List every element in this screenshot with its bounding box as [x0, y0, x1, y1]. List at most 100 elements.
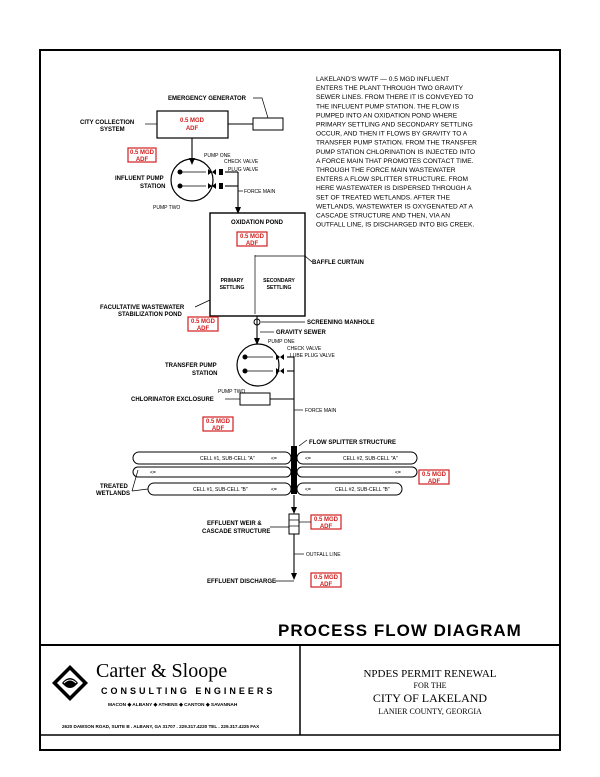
svg-text:ADF: ADF	[186, 126, 199, 132]
permit-title: NPDES PERMIT RENEWAL	[363, 668, 496, 680]
city-name: CITY OF LAKELAND	[373, 691, 488, 705]
wetlands-leader-2	[131, 488, 149, 492]
transfer-pump-station	[236, 343, 280, 387]
cell1b-label: CELL #1, SUB-CELL "B"	[193, 487, 248, 493]
narrative-line: HERE WASTEWATER IS DISPERSED THROUGH A	[316, 185, 472, 192]
for-the-label: FOR THE	[414, 681, 447, 690]
svg-text:0.5 MGD: 0.5 MGD	[422, 472, 447, 478]
svg-text:ADF: ADF	[428, 479, 441, 485]
cell-1a	[132, 451, 292, 465]
primary-settling-label-1: PRIMARY	[221, 278, 245, 284]
flow-splitter	[291, 446, 297, 494]
narrative-line: SET OF TREATED WETLANDS. AFTER THE	[316, 194, 451, 201]
wetlands-leader	[131, 469, 139, 492]
transfer-pump-label-1: TRANSFER PUMP	[165, 363, 217, 369]
secondary-settling-label-2: SETTLING	[267, 285, 292, 291]
company-name: Carter & Sloope	[96, 660, 227, 682]
company-address: 2620 DAWSON ROAD, SUITE B . ALBANY, GA 3…	[62, 724, 260, 729]
cell-return-2a	[296, 466, 418, 478]
pump-one-label-2: PUMP ONE	[268, 339, 295, 345]
narrative-block: LAKELAND'S WWTF — 0.5 MGD INFLUENT ENTERS…	[316, 76, 477, 229]
svg-text:0.5 MGD: 0.5 MGD	[314, 517, 339, 523]
emergency-generator-box	[252, 117, 284, 131]
flow-direction-glyph: <=	[305, 456, 311, 462]
narrative-line: WETLANDS, WASTEWATER IS OXYGENATED AT A	[316, 203, 474, 210]
city-collection-label-2: SYSTEM	[100, 127, 125, 133]
baffle-curtain-label: BAFFLE CURTAIN	[312, 260, 364, 266]
narrative-line: ENTERS THE PLANT THROUGH TWO GRAVITY	[316, 85, 464, 92]
splitter-leader	[298, 439, 308, 447]
oxidation-pond	[209, 212, 306, 317]
effluent-weir	[288, 513, 300, 535]
force-main-label-1: FORCE MAIN	[244, 189, 276, 195]
svg-text:0.5 MGD: 0.5 MGD	[180, 118, 205, 124]
flow-direction-glyph: <=	[271, 456, 277, 462]
pump-one-symbol	[177, 169, 183, 175]
lube-plug-valve-label: LUBE PLUG VALVE	[290, 353, 335, 359]
chlorinator-label: CHLORINATOR EXCLOSURE	[131, 397, 214, 403]
influent-pump-label-2: STATION	[140, 184, 165, 190]
flow-tag: 0.5 MGD ADF	[310, 572, 342, 588]
narrative-line: TRANSFER PUMP STATION. FROM THE TRANSFER	[316, 140, 477, 147]
treated-wetlands-label-1: TREATED	[100, 484, 129, 490]
plug-valve-label: PLUG VALVE	[228, 167, 259, 173]
narrative-line: A FORCE MAIN THAT PROMOTES CONTACT TIME.	[316, 158, 474, 165]
flow-tag: 0.5 MGD ADF	[180, 118, 205, 132]
pump-two-symbol	[242, 368, 248, 374]
narrative-line: PUMP STATION CHLORINATION IS INJECTED IN…	[316, 149, 475, 156]
flow-direction-glyph: <=	[150, 470, 156, 476]
narrative-line: SEWER LINES. FROM THERE IT IS CONVEYED T…	[316, 94, 473, 101]
flow-tag: 0.5 MGD ADF	[310, 514, 342, 530]
check-valve-label-1: CHECK VALVE	[224, 159, 259, 165]
narrative-line: PRIMARY SETTLING AND SECONDARY SETTLING	[316, 122, 473, 129]
generator-leader	[253, 97, 269, 119]
diagram-title: PROCESS FLOW DIAGRAM	[278, 621, 522, 640]
flow-tag: 0.5 MGD ADF	[127, 147, 157, 163]
baffle-leader-2	[304, 255, 313, 263]
flow-arrow	[291, 573, 297, 580]
pump-two-symbol	[177, 183, 183, 189]
narrative-line: CASCADE STRUCTURE AND THEN, VIA AN	[316, 213, 450, 220]
effluent-weir-label-1: EFFLUENT WEIR &	[207, 521, 262, 527]
svg-text:0.5 MGD: 0.5 MGD	[130, 150, 155, 156]
flow-arrow	[291, 507, 297, 514]
valve-symbols	[276, 354, 284, 374]
flow-tag: 0.5 MGD ADF	[418, 469, 450, 485]
influent-pump-label-1: INFLUENT PUMP	[115, 176, 164, 182]
company-logo	[52, 665, 88, 701]
flow-arrow	[189, 158, 195, 165]
narrative-line: OUTFALL LINE, IS DISCHARGED INTO BIG CRE…	[316, 222, 474, 229]
flow-arrow	[235, 207, 241, 214]
flow-arrow	[254, 338, 260, 345]
flow-splitter-label: FLOW SPLITTER STRUCTURE	[309, 440, 396, 446]
gravity-sewer-label: GRAVITY SEWER	[276, 330, 326, 336]
flow-tag: 0.5 MGD ADF	[187, 316, 219, 332]
svg-text:ADF: ADF	[246, 241, 259, 247]
cell-2b	[296, 482, 403, 496]
svg-text:0.5 MGD: 0.5 MGD	[191, 319, 216, 325]
company-subtitle: CONSULTING ENGINEERS	[101, 686, 275, 696]
city-collection-box	[156, 110, 229, 139]
narrative-line: LAKELAND'S WWTF — 0.5 MGD INFLUENT	[316, 76, 449, 83]
cell2a-label: CELL #2, SUB-CELL "A"	[343, 456, 398, 462]
pump-two-label-2: PUMP TWO	[218, 389, 245, 395]
flow-tag: 0.5 MGD ADF	[202, 416, 234, 432]
treated-wetlands-label-2: WETLANDS	[96, 491, 130, 497]
svg-text:0.5 MGD: 0.5 MGD	[240, 234, 265, 240]
screening-manhole	[253, 318, 261, 326]
svg-text:ADF: ADF	[320, 582, 333, 588]
primary-settling-label-2: SETTLING	[220, 285, 245, 291]
pump-two-label-1: PUMP TWO	[153, 205, 180, 211]
narrative-line: THROUGH THE FORCE MAIN WASTEWATER	[316, 167, 456, 174]
svg-text:0.5 MGD: 0.5 MGD	[314, 575, 339, 581]
effluent-weir-label-2: CASCADE STRUCTURE	[202, 529, 270, 535]
cell-2a	[296, 451, 418, 465]
secondary-settling-label-1: SECONDARY	[263, 278, 295, 284]
flow-direction-glyph: <=	[305, 487, 311, 493]
narrative-line: OCCUR, AND THEN IT FLOWS BY GRAVITY TO A	[316, 131, 468, 138]
county-name: LANIER COUNTY, GEORGIA	[378, 707, 482, 716]
check-valve-label-2: CHECK VALVE	[287, 346, 322, 352]
sheet-border	[39, 49, 561, 751]
city-collection-label-1: CITY COLLECTION	[80, 120, 134, 126]
cell-return-1a	[132, 466, 292, 478]
